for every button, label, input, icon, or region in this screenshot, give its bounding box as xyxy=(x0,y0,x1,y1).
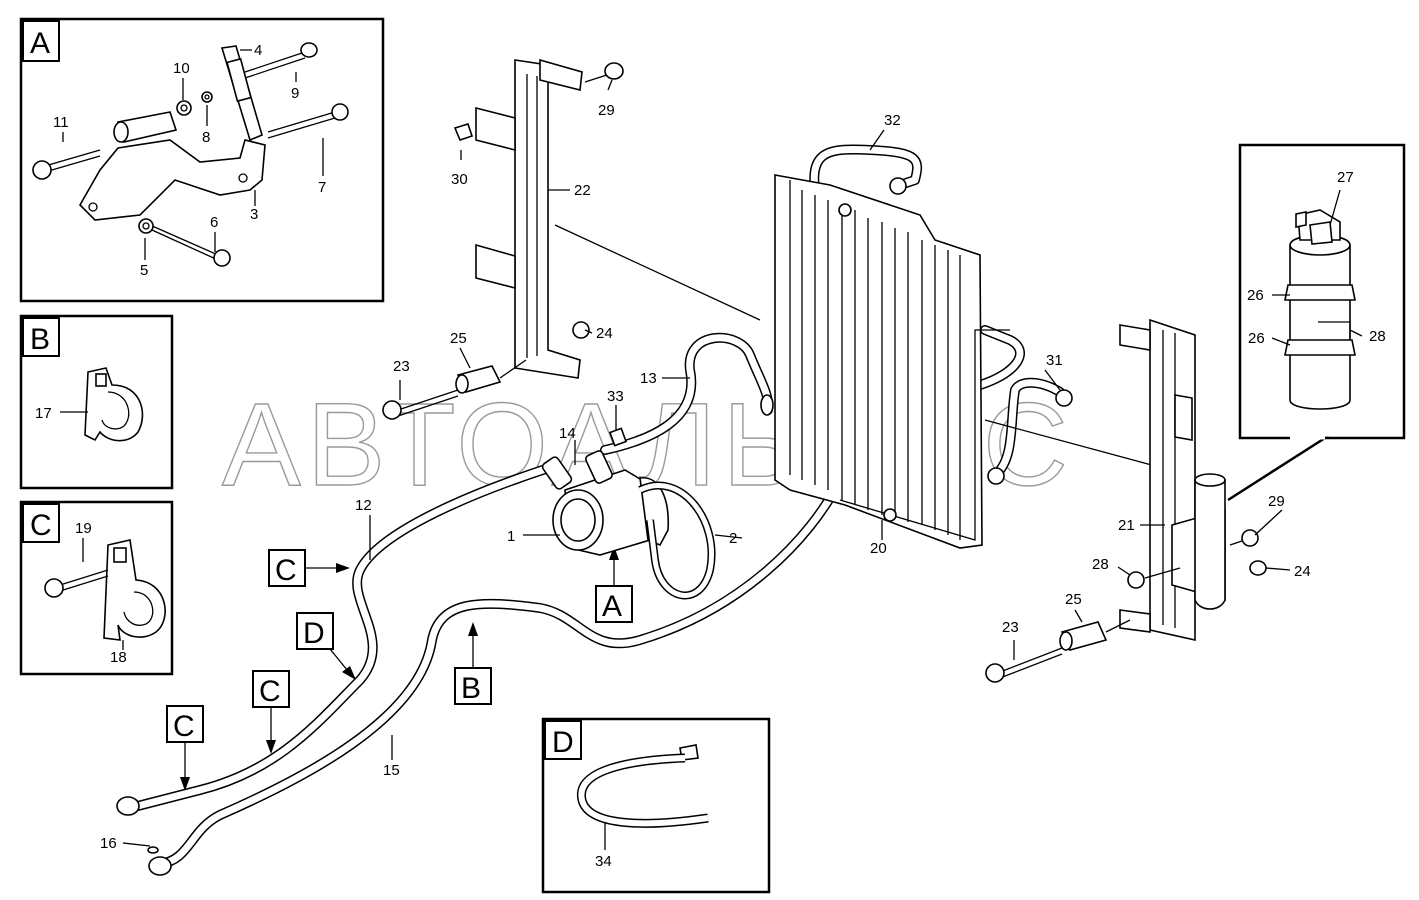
label-28-drier: 28 xyxy=(1369,328,1386,345)
compressor xyxy=(541,427,716,600)
label-24-left: 24 xyxy=(596,325,613,342)
svg-text:D: D xyxy=(303,617,325,650)
inset-b: B 17 xyxy=(19,314,174,490)
label-23-right: 23 xyxy=(1002,619,1019,636)
svg-text:C: C xyxy=(173,710,195,743)
label-25-left: 25 xyxy=(450,330,467,347)
callout-tag-a: A xyxy=(595,546,633,623)
label-16: 16 xyxy=(100,835,117,852)
inset-a: A 4 9 10 8 11 7 3 6 5 xyxy=(19,17,385,303)
svg-text:C: C xyxy=(259,675,281,708)
label-14: 14 xyxy=(559,425,576,442)
label-3: 3 xyxy=(250,206,258,223)
label-21: 21 xyxy=(1118,517,1135,534)
label-31: 31 xyxy=(1046,352,1063,369)
inset-d: D 34 xyxy=(541,717,771,894)
label-17: 17 xyxy=(35,405,52,422)
label-6: 6 xyxy=(210,214,218,231)
label-12: 12 xyxy=(355,497,372,514)
inset-a-letter: A xyxy=(30,27,50,60)
label-33: 33 xyxy=(607,388,624,405)
label-26-top: 26 xyxy=(1247,287,1264,304)
label-1: 1 xyxy=(507,528,515,545)
label-18: 18 xyxy=(110,649,127,666)
callout-tag-d: D xyxy=(296,612,356,680)
inset-c-letter: C xyxy=(30,509,52,542)
svg-text:B: B xyxy=(461,672,481,705)
callout-tag-c-1: C xyxy=(268,549,350,587)
inset-c: C 19 18 xyxy=(19,500,174,676)
label-22: 22 xyxy=(574,182,591,199)
svg-text:C: C xyxy=(275,554,297,587)
label-29-top: 29 xyxy=(598,102,615,119)
label-2: 2 xyxy=(729,530,737,547)
callout-tag-c-2: C xyxy=(252,670,290,754)
label-10: 10 xyxy=(173,60,190,77)
label-19: 19 xyxy=(75,520,92,537)
label-34: 34 xyxy=(595,853,612,870)
callout-tag-b: B xyxy=(454,622,492,705)
callout-tag-c-3: C xyxy=(166,705,204,791)
label-30: 30 xyxy=(451,171,468,188)
svg-text:A: A xyxy=(602,590,622,623)
label-26-bottom: 26 xyxy=(1248,330,1265,347)
bolt-23-right xyxy=(985,619,1131,683)
label-4: 4 xyxy=(254,42,262,59)
inset-d-letter: D xyxy=(552,726,574,759)
label-5: 5 xyxy=(140,262,148,279)
label-23-left: 23 xyxy=(393,358,410,375)
label-7: 7 xyxy=(318,179,326,196)
label-20: 20 xyxy=(870,540,887,557)
label-11: 11 xyxy=(53,114,69,131)
label-8: 8 xyxy=(202,129,210,146)
bracket-left xyxy=(453,58,761,379)
label-32: 32 xyxy=(884,112,901,129)
bracket-right xyxy=(1119,318,1267,641)
label-28-bracket: 28 xyxy=(1092,556,1109,573)
condenser xyxy=(774,174,1171,549)
bolt-23-left xyxy=(382,359,527,420)
inset-drier xyxy=(1227,143,1406,502)
label-15: 15 xyxy=(383,762,400,779)
label-9: 9 xyxy=(291,85,299,102)
inset-b-letter: B xyxy=(30,323,50,356)
label-29-right: 29 xyxy=(1268,493,1285,510)
label-25-right: 25 xyxy=(1065,591,1082,608)
label-24-right: 24 xyxy=(1294,563,1311,580)
label-27: 27 xyxy=(1337,169,1354,186)
leaders xyxy=(122,79,1291,847)
label-13: 13 xyxy=(640,370,657,387)
part-labels: 1 2 12 13 14 33 15 16 20 21 22 23 23 24 … xyxy=(100,102,1386,852)
